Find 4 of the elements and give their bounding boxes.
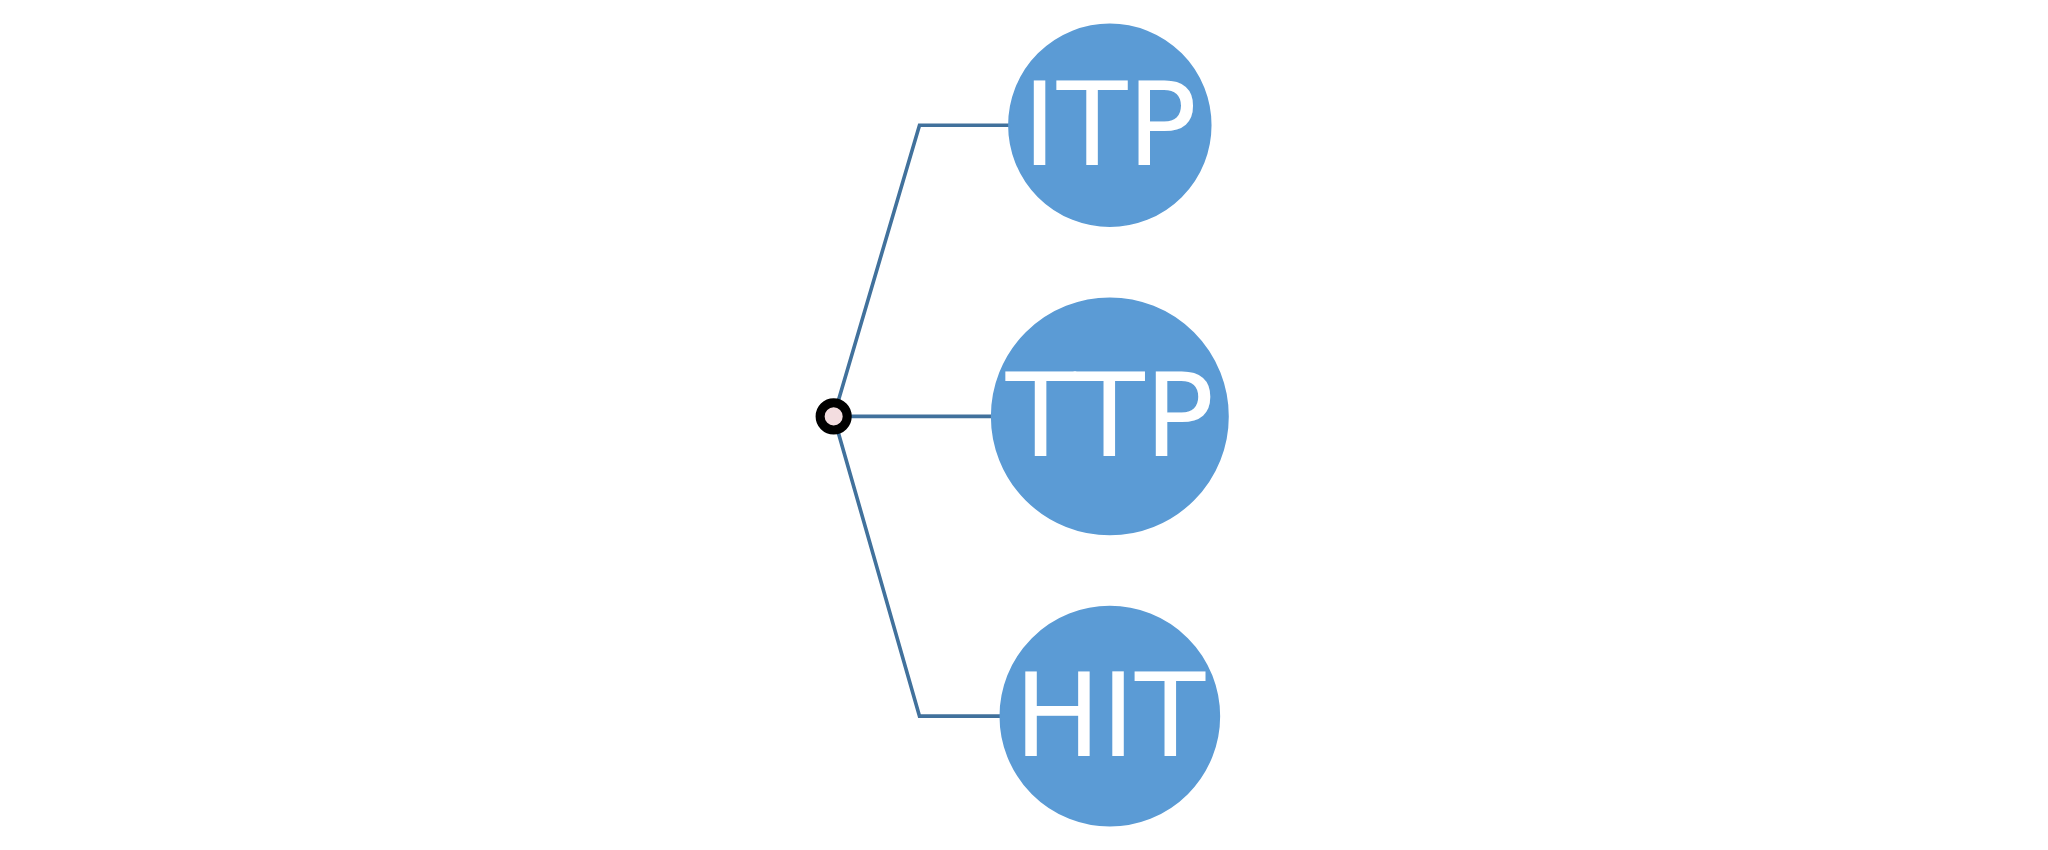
node-picture <box>815 398 852 435</box>
node-circle: ITP <box>1008 23 1212 227</box>
node-circle: TTP <box>990 297 1229 536</box>
node-circle: HIT <box>999 605 1221 827</box>
